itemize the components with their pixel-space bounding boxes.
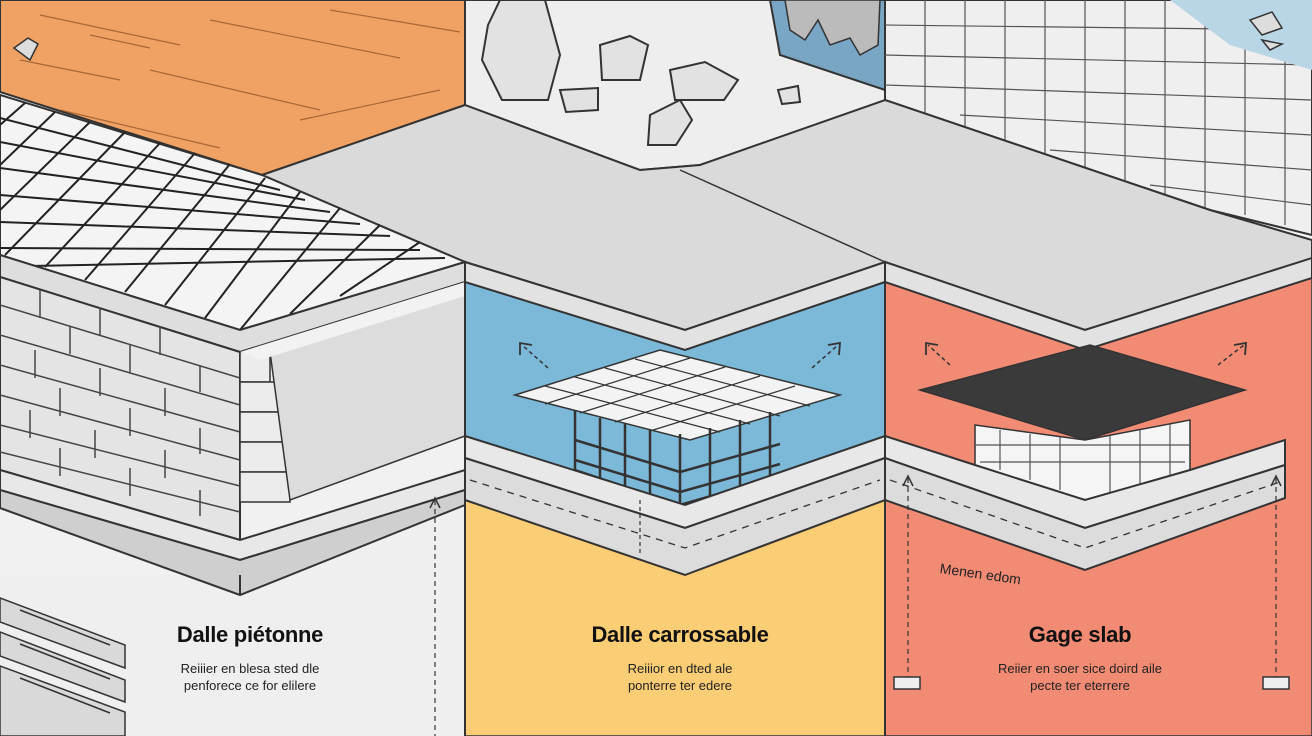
expand-arrow-left-head <box>519 341 533 355</box>
expand-arrow-left-icon <box>521 344 549 369</box>
panel1-title: Dalle piétonne <box>176 622 324 647</box>
panel1-desc-line-1: Reiiier en blesa sted dle <box>180 661 320 676</box>
rebar-mesh <box>512 349 843 441</box>
expand-arrow-right-3-icon <box>1217 344 1245 366</box>
stacked-boards <box>0 597 126 736</box>
tile-grid <box>884 0 1312 225</box>
expand-arrow-right-icon <box>811 344 839 369</box>
panel3-title: Gage slab <box>1028 622 1132 647</box>
inner-wall-white <box>240 282 465 360</box>
brick-lines <box>0 290 241 516</box>
sky-corner <box>1170 0 1312 70</box>
expand-arrow-left-3-icon <box>927 344 951 366</box>
slab-seam <box>679 169 886 263</box>
panel2-desc-line-2: ponterre ter edere <box>627 678 733 693</box>
dim-marker-left <box>893 676 921 690</box>
panel1-desc: Reiiier en blesa sted dle penforece ce f… <box>120 660 380 694</box>
panel3-desc-line-1: Reiier en soer sice doird aile <box>997 661 1163 676</box>
sky-blue-area <box>465 0 886 92</box>
panel2-desc: Reiiior en dted ale ponterre ter edere <box>530 660 830 694</box>
debris-icon <box>1248 11 1285 51</box>
panel-gage-slab <box>884 256 1312 736</box>
dim-arrow-left-icon <box>902 474 914 487</box>
recess-void <box>917 344 1248 441</box>
expand-arrow-right-head <box>827 341 841 356</box>
expand-arrow-left-3-head <box>925 341 939 355</box>
recess-mesh <box>975 424 1190 492</box>
panel2-desc-line-1: Reiiior en dted ale <box>627 661 733 676</box>
rock-shapes <box>480 0 802 146</box>
panel2-dashed-line <box>469 479 881 549</box>
panel3-dashed-line <box>889 479 1281 549</box>
wood-grain-lines <box>19 9 461 149</box>
panel-carrossable <box>464 260 886 736</box>
pipe-shapes <box>784 0 881 57</box>
arrow-head-icon <box>429 496 441 509</box>
dim-marker-right <box>1262 676 1290 690</box>
panel2-title: Dalle carrossable <box>591 622 769 647</box>
mesh-lines <box>544 357 811 433</box>
panel3-desc-line-2: pecte ter eterrere <box>1030 678 1130 693</box>
bracket-icon <box>12 37 39 62</box>
dim-arrow-right-icon <box>1270 474 1282 487</box>
panel1-desc-line-2: penforece ce for elilere <box>183 678 317 693</box>
deck-tile-grid <box>0 102 446 331</box>
panel3-desc: Reiier en soer sice doird aile pecte ter… <box>950 660 1210 694</box>
background-top <box>0 0 1312 237</box>
panel-pedestrian <box>0 93 468 736</box>
expand-arrow-right-3-head <box>1233 341 1247 356</box>
